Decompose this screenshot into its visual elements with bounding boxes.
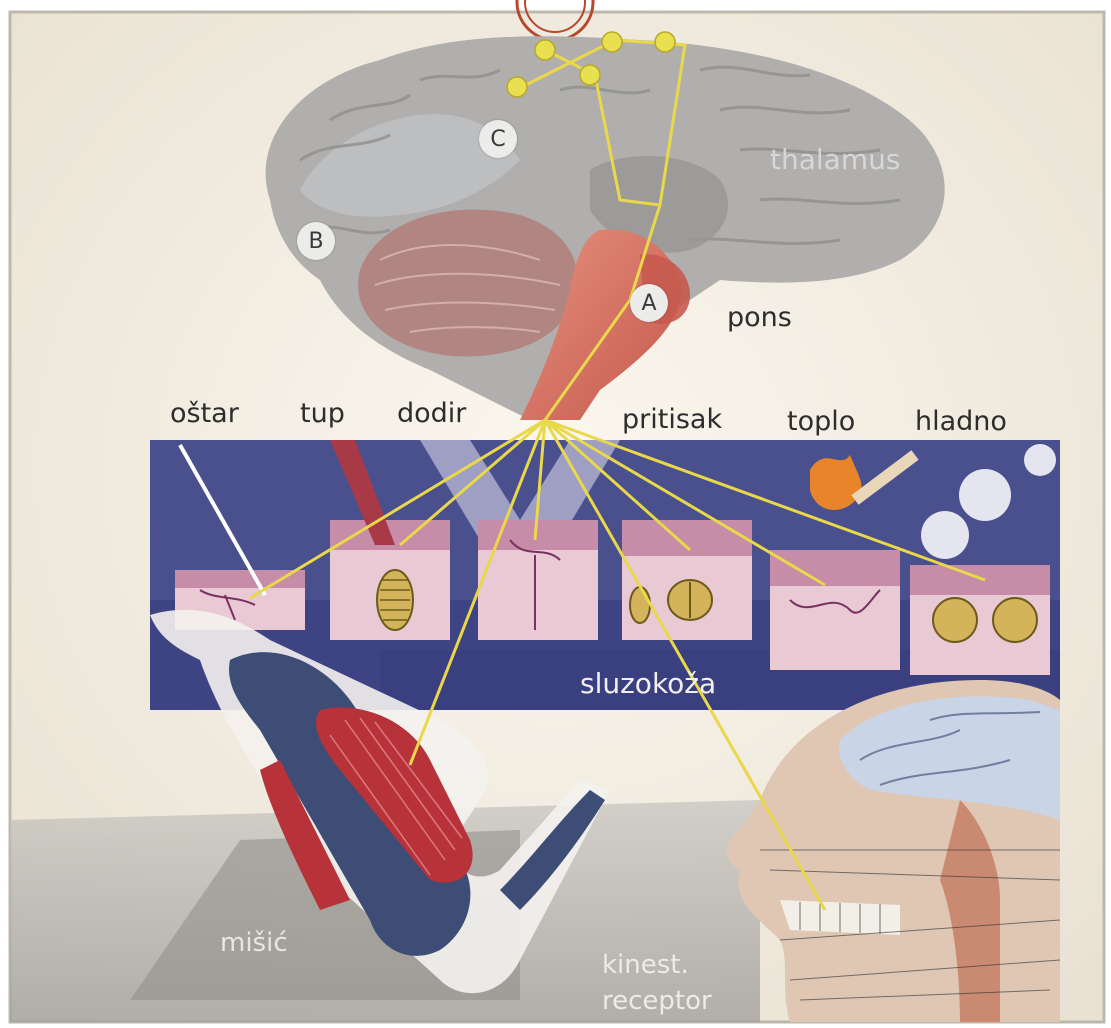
marker-a-label: A [641, 291, 656, 316]
snowflake-icon [1024, 444, 1056, 476]
snowflake-icon [959, 469, 1011, 521]
thalamus-label: thalamus [770, 143, 900, 176]
receptor-label-touch: dodir [397, 398, 466, 429]
neuron-node-icon [655, 32, 675, 52]
neuron-node-icon [507, 77, 527, 97]
neuron-node-icon [602, 32, 622, 52]
skin-sample-cold [910, 565, 1050, 675]
receptor-label-warm: toplo [787, 406, 855, 437]
marker-b-label: B [308, 229, 323, 254]
skin-sample-warm [770, 550, 900, 670]
marker-b: B [297, 222, 335, 260]
receptor-label-cold: hladno [915, 406, 1007, 437]
kinesthetic-label-line2: receptor [602, 986, 712, 1016]
marker-c: C [479, 120, 517, 158]
mucosa-label: sluzokoža [580, 667, 716, 700]
pons-label: pons [727, 302, 792, 333]
neuron-node-icon [535, 40, 555, 60]
kinesthetic-label-line1: kinest. [602, 950, 689, 980]
muscle-label: mišić [220, 928, 288, 958]
neuron-node-icon [580, 65, 600, 85]
receptor-label-dull: tup [300, 398, 345, 429]
receptor-label-pressure: pritisak [622, 404, 722, 435]
snowflake-icon [921, 511, 969, 559]
marker-a: A [630, 284, 668, 322]
receptor-label-sharp: oštar [170, 398, 239, 429]
marker-c-label: C [490, 127, 505, 152]
skin-sample-pressure [622, 520, 752, 640]
skin-sample-touch [478, 520, 598, 640]
